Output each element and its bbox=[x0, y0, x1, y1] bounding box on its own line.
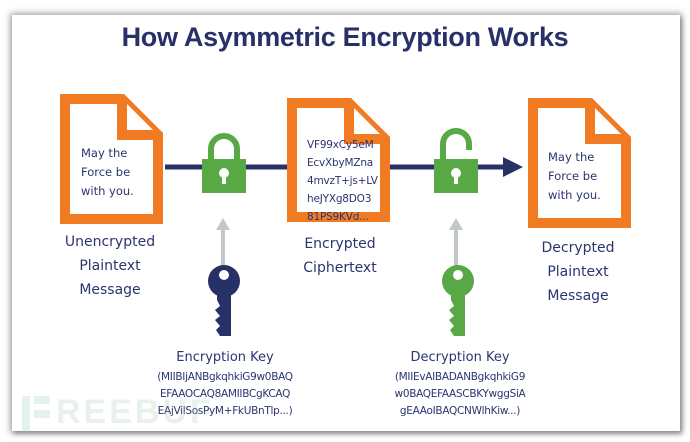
key-value-line: w0BAQEFAASCBKYwggSiA bbox=[394, 388, 526, 400]
decryption-key-value: (MIIEvAIBADANBgkqhkiG9 w0BAQEFAASCBKYwgg… bbox=[375, 369, 545, 420]
label-line: Ciphertext bbox=[303, 260, 377, 276]
document-icon bbox=[287, 98, 390, 222]
encryption-key-value: (MIIBIjANBgkqhkiG9w0BAQ EFAAOCAQ8AMIIBCg… bbox=[140, 369, 310, 420]
decrypted-document-content: May the Force be with you. bbox=[548, 148, 601, 205]
key-value-line: (MIIEvAIBADANBgkqhkiG9 bbox=[394, 371, 526, 383]
plaintext-document-content: May the Force be with you. bbox=[81, 144, 134, 201]
document-line: May the bbox=[81, 146, 128, 160]
watermark-logo-bar bbox=[34, 396, 50, 404]
decryption-key-icon bbox=[442, 265, 474, 336]
encryption-key-title: Encryption Key bbox=[176, 350, 274, 365]
decrypted-label: Decrypted Plaintext Message bbox=[518, 236, 638, 308]
key-value-line: EFAAOCAQ8AMIIBCgKCAQ bbox=[159, 388, 291, 400]
lock-closed-icon bbox=[202, 133, 246, 193]
ciphertext-label: Encrypted Ciphertext bbox=[280, 232, 400, 280]
watermark-logo-bar bbox=[34, 410, 50, 418]
label-line: Plaintext bbox=[79, 258, 141, 274]
document-line: Force be bbox=[81, 165, 131, 179]
document-line: with you. bbox=[548, 188, 601, 202]
document-line: heJYXg8DO3 bbox=[307, 193, 372, 205]
up-arrow-icon bbox=[449, 218, 463, 270]
arrow-head-icon bbox=[503, 157, 523, 177]
label-line: Message bbox=[547, 288, 609, 304]
decryption-key-title: Decryption Key bbox=[410, 350, 510, 365]
up-arrow-icon bbox=[216, 218, 230, 270]
label-line: Plaintext bbox=[547, 264, 609, 280]
page-title: How Asymmetric Encryption Works bbox=[121, 22, 569, 52]
label-line: Decrypted bbox=[541, 240, 615, 256]
watermark-logo-bar bbox=[22, 396, 30, 432]
lock-open-icon bbox=[434, 128, 478, 193]
encryption-key-icon bbox=[208, 265, 240, 336]
ciphertext-document-content: VF99xCy5eM EcvXbyMZna 4mvzT+js+LV heJYXg… bbox=[307, 136, 378, 226]
document-line: VF99xCy5eM bbox=[307, 139, 374, 151]
document-line: 4mvzT+js+LV bbox=[307, 175, 378, 187]
plaintext-label: Unencrypted Plaintext Message bbox=[50, 230, 170, 302]
key-value-line: (MIIBIjANBgkqhkiG9w0BAQ bbox=[157, 371, 293, 383]
document-line: May the bbox=[548, 150, 595, 164]
document-line: EcvXbyMZna bbox=[307, 157, 374, 169]
document-line: Force be bbox=[548, 169, 598, 183]
document-icon bbox=[528, 98, 631, 228]
key-value-line: gEAAoIBAQCNWlhKiw...) bbox=[399, 405, 521, 417]
label-line: Message bbox=[79, 282, 141, 298]
label-line: Encrypted bbox=[304, 236, 376, 252]
key-value-line: EAjVilSosPyM+FkUBnTlp...) bbox=[157, 405, 293, 417]
document-line: with you. bbox=[81, 184, 134, 198]
document-line: 81PS9KVd... bbox=[307, 211, 369, 223]
watermark: REEBUF bbox=[56, 393, 214, 431]
document-icon bbox=[60, 94, 163, 224]
label-line: Unencrypted bbox=[64, 234, 156, 250]
